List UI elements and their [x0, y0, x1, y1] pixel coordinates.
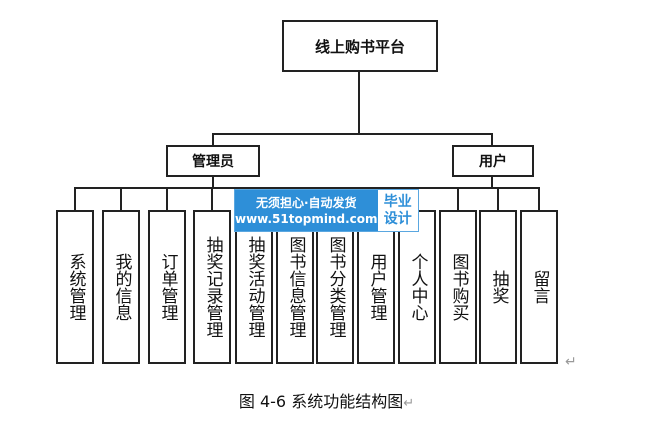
leaf-node-label: 图书信息管理	[285, 236, 306, 338]
connector-leaf-drop	[120, 187, 122, 210]
watermark-text-block: 无须担心·自动发货 www.51topmind.com	[235, 190, 378, 231]
watermark-badge-line: 毕业	[383, 193, 412, 210]
leaf-node: 个人中心	[398, 210, 436, 364]
caption-return-mark: ↵	[403, 396, 415, 411]
figure-caption-text: 图 4-6 系统功能结构图	[238, 392, 404, 411]
root-node: 线上购书平台	[282, 20, 438, 72]
leaf-node-label: 留言	[529, 270, 550, 304]
leaf-node-label: 图书分类管理	[325, 236, 346, 338]
group-node-user: 用户	[452, 145, 534, 177]
figure-caption: 图 4-6 系统功能结构图↵	[0, 388, 653, 412]
leaf-node: 用户管理	[357, 210, 395, 364]
group-node-label: 管理员	[192, 154, 234, 170]
watermark-slogan: 无须担心·自动发货	[255, 195, 357, 210]
connector-mid-bar	[212, 133, 492, 135]
root-node-label: 线上购书平台	[314, 37, 405, 56]
connector-leaf-drop	[211, 187, 213, 210]
leaf-node: 图书分类管理	[316, 210, 354, 364]
connector-leaf-drop	[166, 187, 168, 210]
leaf-node-label: 抽奖记录管理	[202, 236, 223, 338]
connector-root-down	[358, 72, 360, 134]
connector-leaf-drop	[497, 187, 499, 210]
leaf-node-label: 抽奖	[488, 270, 509, 304]
leaf-node: 我的信息	[102, 210, 140, 364]
paragraph-return-mark: ↵	[565, 354, 577, 370]
leaf-node-label: 系统管理	[65, 253, 86, 321]
leaf-node: 抽奖活动管理	[235, 210, 273, 364]
connector-admin-down	[212, 176, 214, 188]
leaf-node: 订单管理	[148, 210, 186, 364]
connector-user-up	[491, 133, 493, 145]
leaf-node-label: 抽奖活动管理	[244, 236, 265, 338]
connector-admin-up	[212, 133, 214, 145]
group-node-label: 用户	[479, 154, 507, 170]
leaf-node-label: 订单管理	[157, 253, 178, 321]
leaf-node-label: 个人中心	[407, 253, 428, 321]
leaf-node: 系统管理	[56, 210, 94, 364]
leaf-node-label: 用户管理	[366, 253, 387, 321]
leaf-node: 图书信息管理	[276, 210, 314, 364]
leaf-node: 留言	[520, 210, 558, 364]
leaf-node: 抽奖	[479, 210, 517, 364]
connector-leaf-drop	[457, 187, 459, 210]
connector-leaf-drop	[74, 187, 76, 210]
connector-user-down	[491, 176, 493, 188]
watermark-badge: 毕业 设计	[377, 190, 418, 231]
leaf-node-label: 我的信息	[111, 253, 132, 321]
watermark-url: www.51topmind.com	[235, 211, 378, 226]
group-node-admin: 管理员	[166, 145, 260, 177]
leaf-node: 图书购买	[439, 210, 477, 364]
leaf-node: 抽奖记录管理	[193, 210, 231, 364]
connector-leaf-bar	[74, 187, 540, 189]
watermark-badge-line: 设计	[383, 210, 412, 227]
connector-leaf-drop	[538, 187, 540, 210]
watermark-banner: 无须担心·自动发货 www.51topmind.com 毕业 设计	[234, 189, 419, 232]
leaf-node-label: 图书购买	[448, 253, 469, 321]
